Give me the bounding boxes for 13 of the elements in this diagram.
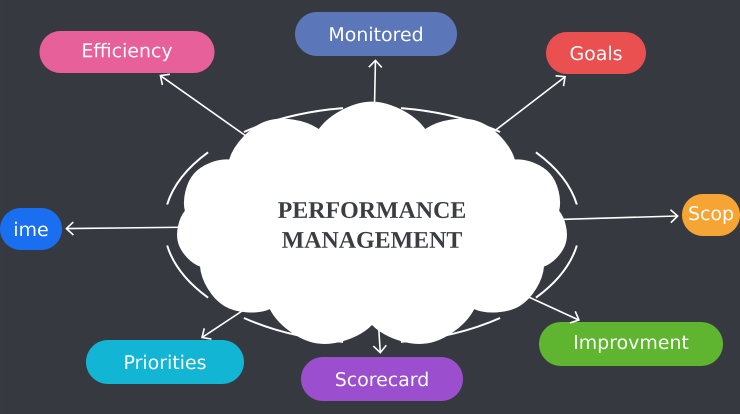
label-pill: ime bbox=[0, 208, 62, 250]
arrow bbox=[526, 295, 580, 324]
label-pill: Monitored bbox=[295, 12, 457, 56]
arrow bbox=[201, 309, 244, 340]
arrow bbox=[491, 75, 566, 134]
label-pill: Priorities bbox=[86, 340, 244, 384]
label-pill: Scop bbox=[682, 194, 740, 236]
label-pill: Scorecard bbox=[301, 357, 463, 401]
label-pill: Goals bbox=[546, 32, 646, 74]
arrow bbox=[159, 74, 248, 138]
label-pill: Efficiency bbox=[40, 31, 214, 73]
arrow bbox=[372, 327, 387, 354]
label-pill: Improvment bbox=[539, 322, 723, 366]
